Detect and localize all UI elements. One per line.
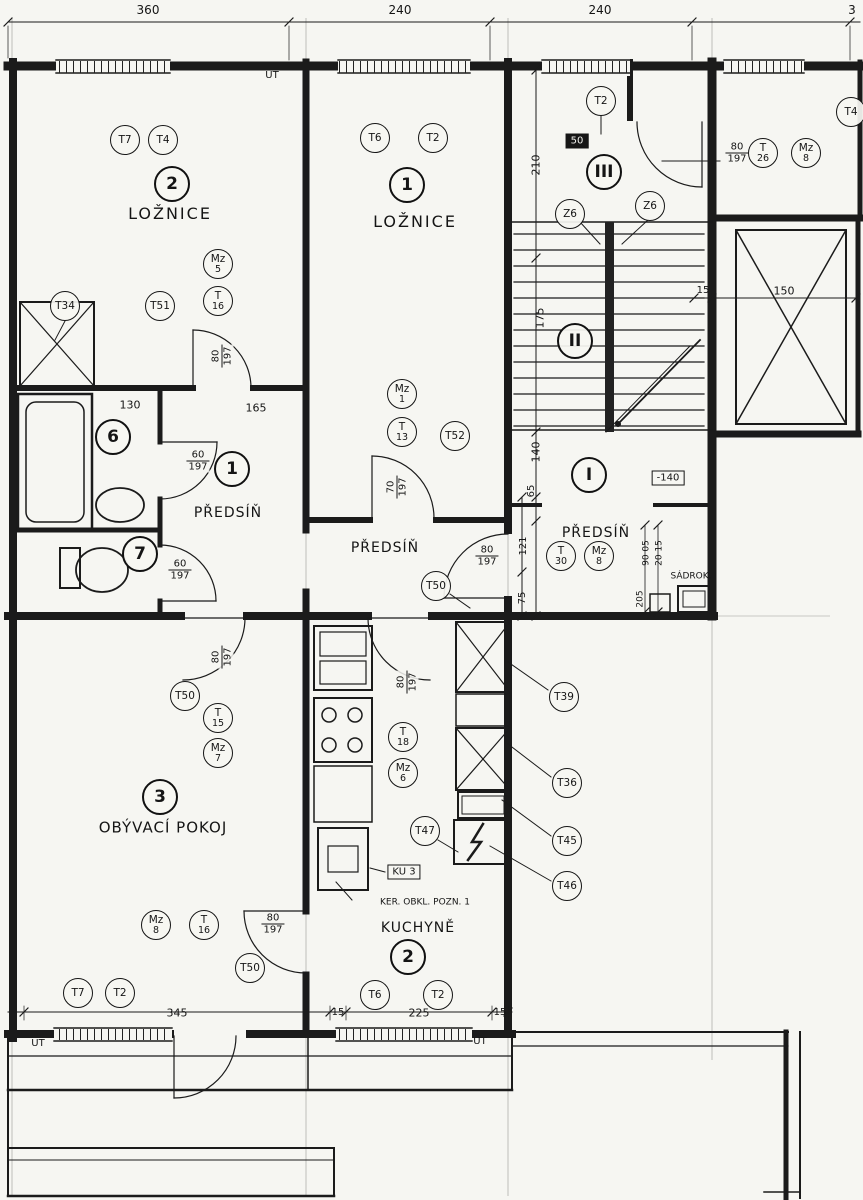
element-marker-circle: T50: [421, 571, 451, 601]
element-marker-circle: T4: [836, 97, 863, 127]
element-marker-circle: T34: [50, 291, 80, 321]
text-label: OBÝVACÍ POKOJ: [98, 818, 228, 837]
text-label: KER. OBKL. POZN. 1: [380, 897, 470, 908]
text-label: 65: [526, 484, 537, 498]
room-number-circle: 1: [214, 451, 250, 487]
text-label: 240: [388, 3, 412, 17]
room-number-circle: 6: [95, 419, 131, 455]
element-marker-circle: T2: [586, 86, 616, 116]
text-label: SÁDROK.: [670, 571, 712, 582]
text-label: 150: [773, 284, 795, 298]
text-label: 15: [493, 1007, 507, 1018]
text-label: UT: [473, 1036, 487, 1047]
boxed-label: -140: [651, 470, 685, 486]
element-marker-circle: Z6: [635, 191, 665, 221]
element-marker-circle: T6: [360, 123, 390, 153]
element-marker-circle: T6: [360, 980, 390, 1010]
room-number-circle: 7: [122, 536, 158, 572]
room-number-circle: 1: [389, 167, 425, 203]
element-marker-circle: T50: [170, 681, 200, 711]
text-label: 140: [529, 441, 543, 463]
text-label: 15: [696, 285, 710, 296]
text-label: 20 15: [654, 540, 665, 566]
text-label: 165: [245, 401, 267, 415]
element-marker-circle: T39: [549, 682, 579, 712]
text-label: 210: [529, 154, 543, 176]
text-label: 75: [517, 591, 528, 605]
text-label: LOŽNICE: [373, 212, 457, 231]
text-label: PŘEDSÍŇ: [561, 525, 631, 541]
element-marker-circle: T47: [410, 816, 440, 846]
element-marker-circle: T36: [552, 768, 582, 798]
text-label: 205: [635, 590, 646, 608]
element-marker-circle: T50: [235, 953, 265, 983]
element-marker-circle: T7: [110, 125, 140, 155]
text-label: 240: [588, 3, 612, 17]
text-label: KUCHYNĚ: [380, 920, 456, 936]
boxed-label: 50: [565, 133, 589, 149]
text-label: 121: [518, 536, 529, 556]
text-label: LOŽNICE: [128, 204, 212, 223]
room-number-circle: II: [557, 323, 593, 359]
element-marker-circle: T4: [148, 125, 178, 155]
text-label: 130: [119, 398, 141, 412]
text-label: 175: [533, 307, 547, 329]
element-marker-circle: T52: [440, 421, 470, 451]
text-label: UT: [265, 70, 279, 81]
text-label: 345: [166, 1006, 188, 1020]
element-marker-circle: T46: [552, 871, 582, 901]
text-label: PŘEDSÍŇ: [193, 505, 263, 521]
text-label: UT: [31, 1038, 45, 1049]
text-label: 90 05: [641, 540, 652, 566]
room-number-circle: III: [586, 154, 622, 190]
text-label: PŘEDSÍŇ: [350, 540, 420, 556]
text-label: 15: [331, 1007, 345, 1018]
text-label: 3: [848, 3, 856, 17]
element-marker-circle: T51: [145, 291, 175, 321]
room-number-circle: 2: [154, 166, 190, 202]
room-number-circle: 3: [142, 779, 178, 815]
element-marker-circle: T7: [63, 978, 93, 1008]
boxed-label: KU 3: [387, 864, 421, 880]
element-marker-circle: T2: [105, 978, 135, 1008]
element-marker-circle: Z6: [555, 199, 585, 229]
room-number-circle: I: [571, 457, 607, 493]
text-label: 225: [408, 1006, 430, 1020]
element-marker-circle: T2: [423, 980, 453, 1010]
element-marker-circle: T45: [552, 826, 582, 856]
room-number-circle: 2: [390, 939, 426, 975]
element-marker-circle: T2: [418, 123, 448, 153]
text-label: 360: [136, 3, 160, 17]
